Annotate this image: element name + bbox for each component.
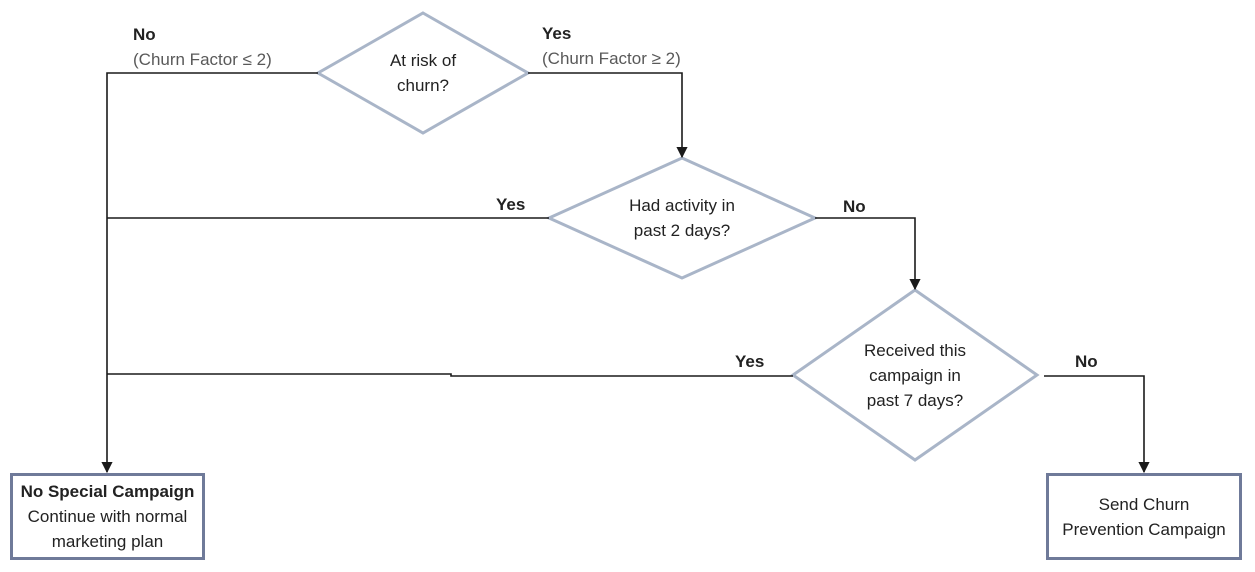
decision-at-risk-line2: churn?	[397, 76, 449, 95]
decision-activity-line2: past 2 days?	[633, 221, 731, 240]
edge-label-risk-yes: Yes	[542, 24, 572, 43]
outcome-no-special-campaign-box: No Special Campaign Continue with normal…	[10, 473, 205, 560]
outcome-no-special-line1: Continue with normal	[27, 507, 188, 526]
connector-campaign-yes	[107, 373, 793, 377]
edge-label-risk-no: No	[133, 25, 156, 44]
connector-campaign-no	[1044, 375, 1150, 474]
outcome-no-special-title: No Special Campaign	[20, 482, 195, 501]
edge-condition-risk-no: (Churn Factor ≤ 2)	[133, 50, 272, 69]
edge-label-campaign-yes: Yes	[735, 352, 765, 371]
decision-campaign-line1: Received this	[863, 341, 967, 360]
connector-activity-no	[815, 217, 921, 291]
outcome-no-special-line2: marketing plan	[51, 532, 164, 551]
outcome-send-churn-campaign-box: Send Churn Prevention Campaign	[1046, 473, 1242, 560]
edge-label-campaign-no: No	[1075, 352, 1098, 371]
decision-at-risk-line1: At risk of	[389, 51, 457, 70]
edge-label-activity-yes: Yes	[496, 195, 526, 214]
decision-campaign-line3: past 7 days?	[866, 391, 964, 410]
outcome-send-line1: Send Churn	[1098, 494, 1190, 514]
edge-condition-risk-yes: (Churn Factor ≥ 2)	[542, 49, 681, 68]
connector-risk-no	[101, 72, 318, 474]
decision-campaign-diamond	[790, 288, 1040, 462]
decision-at-risk-text: At risk of churn?	[353, 48, 493, 98]
decision-activity-diamond	[545, 156, 819, 280]
outcome-send-line2: Prevention Campaign	[1062, 519, 1226, 539]
connector-risk-yes	[528, 72, 688, 159]
decision-activity-text: Had activity in past 2 days?	[597, 193, 767, 243]
decision-at-risk-diamond	[314, 11, 532, 135]
decision-campaign-line2: campaign in	[869, 366, 961, 385]
edge-label-activity-no: No	[843, 197, 866, 216]
decision-campaign-text: Received this campaign in past 7 days?	[845, 338, 985, 413]
decision-activity-line1: Had activity in	[629, 196, 735, 215]
